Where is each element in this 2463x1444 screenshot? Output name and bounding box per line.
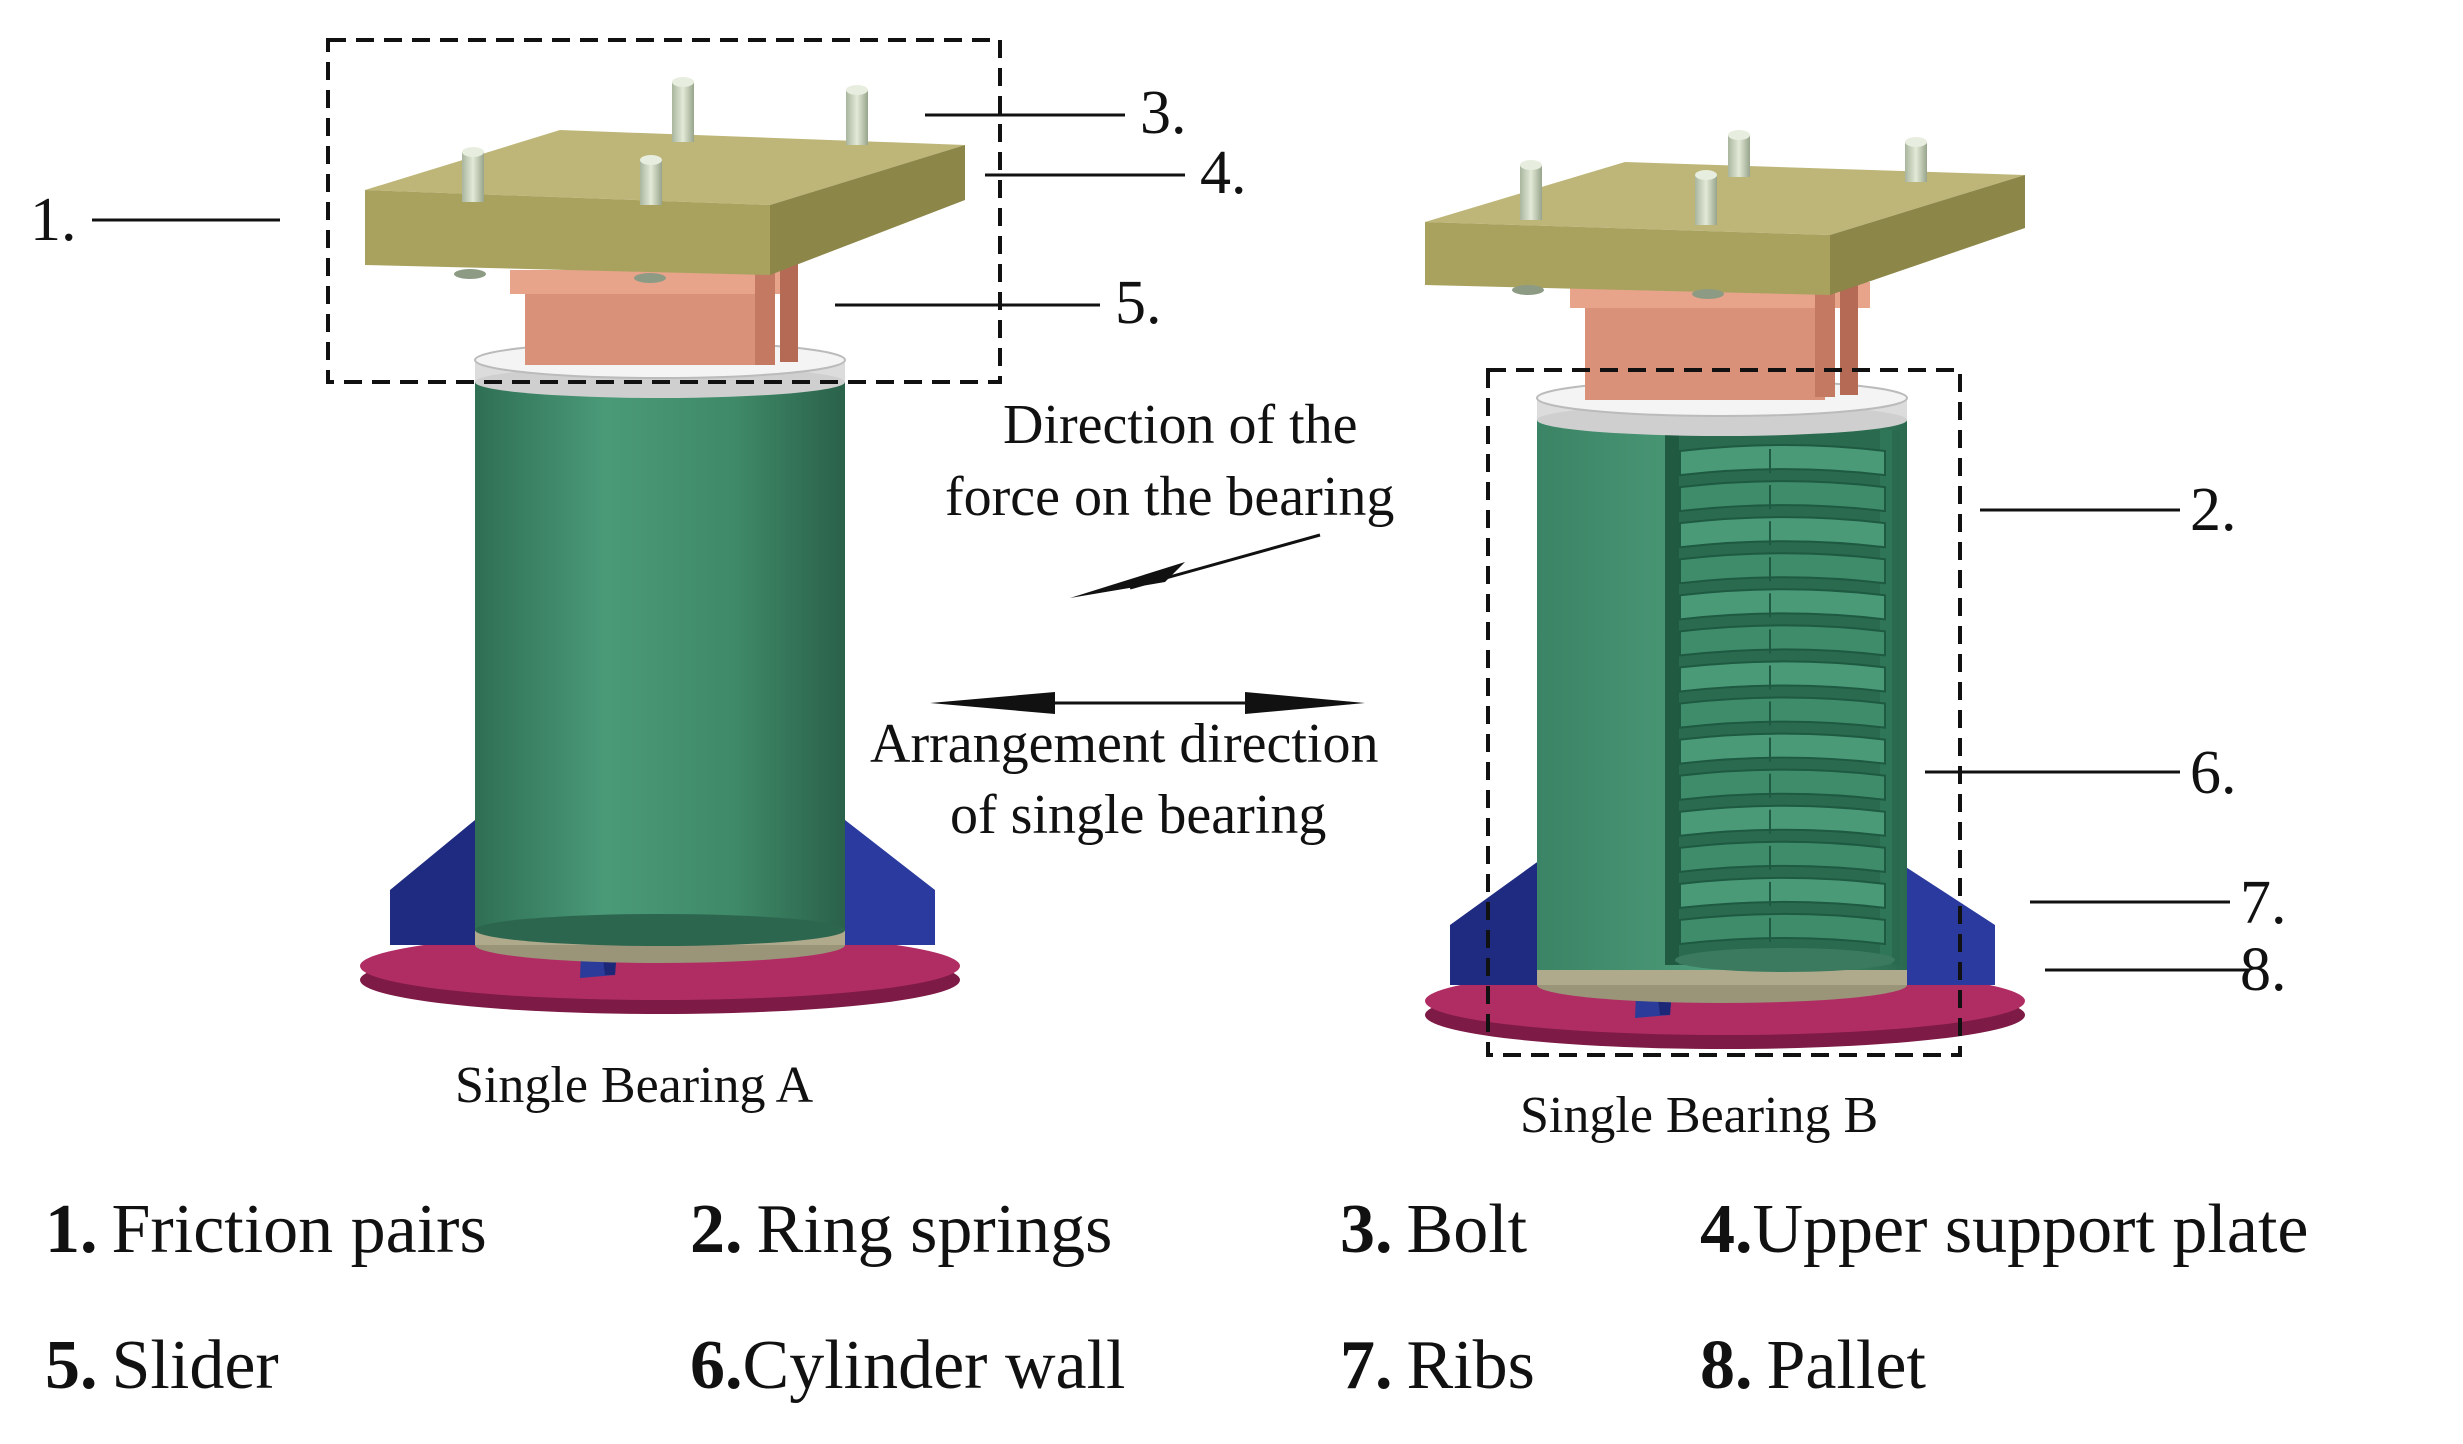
ring-springs-b	[1679, 444, 1886, 946]
ring-spring	[1679, 912, 1886, 946]
caption-b: Single Bearing B	[1520, 1087, 1878, 1144]
legend-item-4: 4.Upper support plate	[1700, 1191, 2308, 1268]
ring-spring	[1679, 588, 1886, 621]
legend-item-5: 5.Slider	[45, 1327, 279, 1404]
caption-a: Single Bearing A	[455, 1057, 814, 1114]
force-arrow	[1070, 533, 1321, 598]
ring-spring	[1679, 516, 1886, 549]
ring-spring	[1679, 444, 1886, 477]
force-label-line2: force on the bearing	[945, 466, 1394, 528]
label-4: 4.	[1200, 139, 1247, 207]
friction-pair-box	[326, 38, 1002, 384]
bearing-b	[1425, 130, 2025, 1057]
label-8: 8.	[2240, 936, 2287, 1004]
ring-spring	[1679, 480, 1886, 513]
bearing-b-box	[1486, 368, 1962, 1057]
ring-spring	[1679, 660, 1886, 693]
legend-item-7: 7.Ribs	[1340, 1327, 1535, 1404]
bolts-b	[1512, 130, 1927, 299]
ring-spring	[1679, 624, 1886, 657]
arrange-label-line2: of single bearing	[950, 784, 1326, 846]
bolts-a	[454, 77, 868, 283]
ring-spring	[1679, 696, 1886, 729]
ring-spring	[1679, 804, 1886, 837]
ring-spring	[1679, 768, 1886, 801]
arrange-label-line1: Arrangement direction	[870, 713, 1378, 775]
label-7: 7.	[2240, 869, 2287, 937]
upper-plate-a	[365, 130, 965, 275]
label-5: 5.	[1115, 269, 1162, 337]
legend-item-8: 8.Pallet	[1700, 1327, 1926, 1404]
ring-spring	[1679, 840, 1886, 873]
label-2: 2.	[2190, 476, 2237, 544]
ring-spring	[1679, 876, 1886, 910]
ring-spring	[1679, 732, 1886, 765]
legend-item-2: 2.Ring springs	[690, 1191, 1112, 1268]
bearing-a	[326, 38, 1002, 1014]
legend-item-6: 6.Cylinder wall	[690, 1327, 1125, 1404]
arrangement-arrow	[930, 692, 1365, 714]
cylinder-wall-a	[475, 375, 845, 930]
label-6: 6.	[2190, 739, 2237, 807]
leader-lines	[92, 113, 2250, 972]
legend-item-1: 1.Friction pairs	[45, 1191, 487, 1268]
ring-spring	[1679, 552, 1886, 585]
legend-item-3: 3.Bolt	[1340, 1191, 1528, 1268]
legend: 1.Friction pairs 2.Ring springs 3.Bolt 4…	[45, 1191, 2308, 1404]
force-label-line1: Direction of the	[1003, 394, 1358, 456]
label-3: 3.	[1140, 79, 1187, 147]
upper-plate-b	[1425, 162, 2025, 295]
label-1: 1.	[30, 186, 77, 254]
